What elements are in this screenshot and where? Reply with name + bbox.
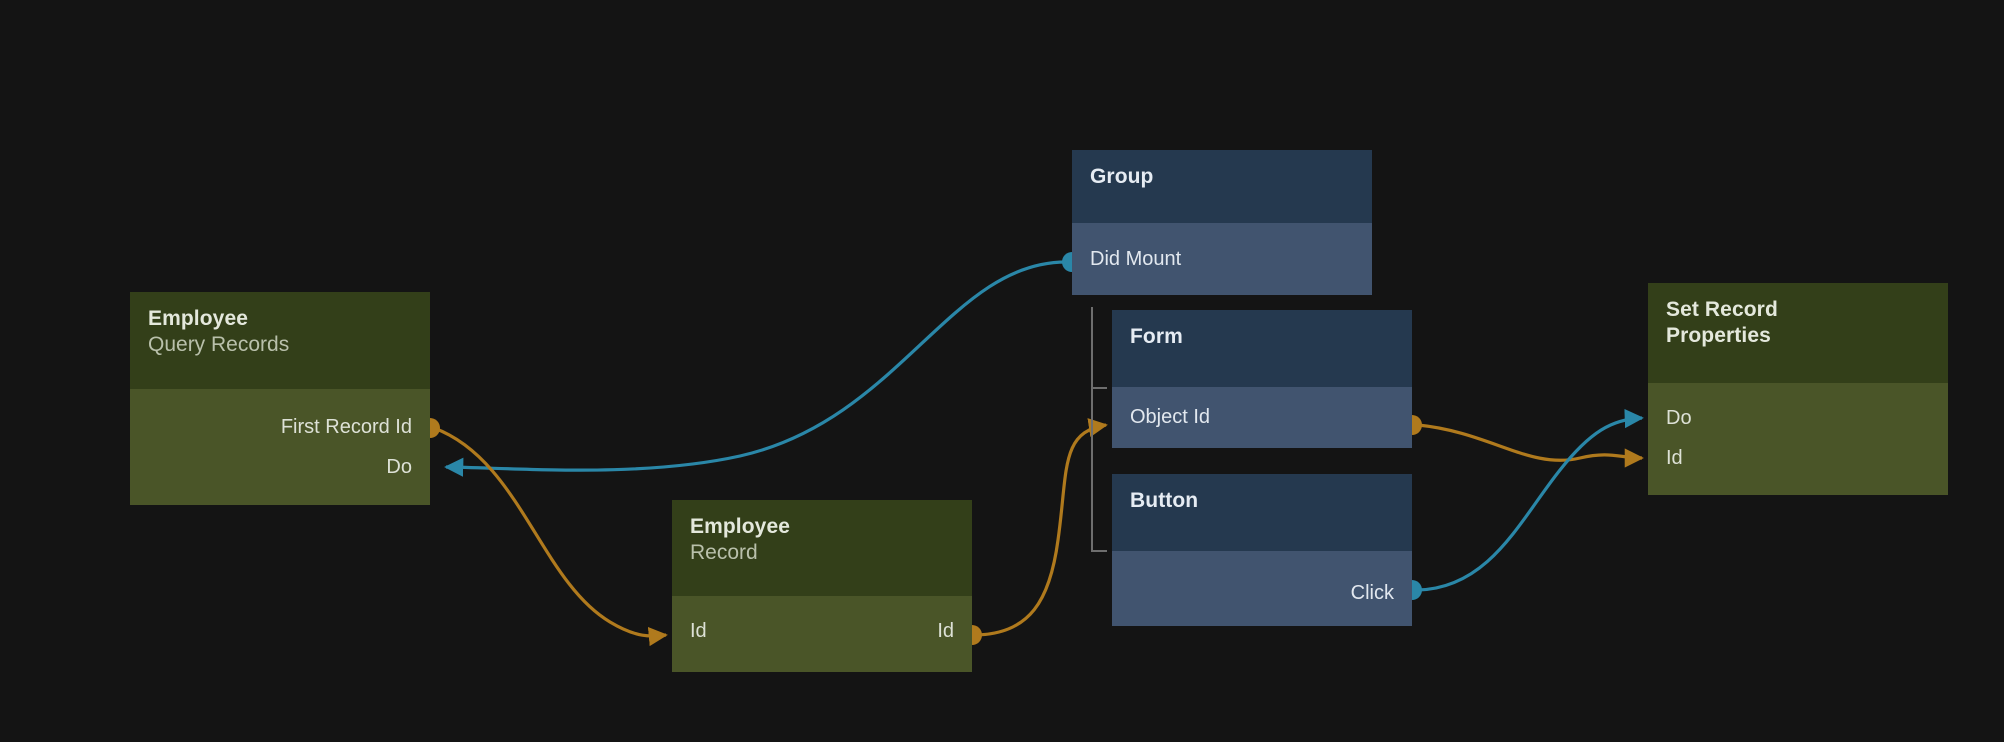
node-body-group: Did Mount	[1072, 223, 1372, 295]
node-body-form: Object Id	[1112, 387, 1412, 448]
port-row-record-id[interactable]: Id Id	[672, 611, 972, 651]
node-group[interactable]: Group Did Mount	[1072, 150, 1372, 295]
edge-query-firstrecordid-to-record-id	[433, 426, 668, 647]
node-title: Form	[1130, 325, 1183, 348]
port-label-set-record-id: Id	[1666, 446, 1683, 469]
node-employee-record[interactable]: Employee Record Id Id	[672, 500, 972, 672]
port-label-do: Do	[386, 455, 412, 478]
node-header-employee-query-records: Employee Query Records	[130, 292, 430, 389]
node-title: Group	[1090, 165, 1154, 188]
edge-button-click-to-setrecord-do	[1417, 408, 1644, 592]
port-label-click: Click	[1350, 581, 1394, 604]
port-row-did-mount[interactable]: Did Mount	[1072, 239, 1372, 279]
node-title: Employee	[148, 307, 249, 330]
node-subtitle: Query Records	[148, 333, 290, 357]
port-row-set-record-id[interactable]: Id	[1648, 438, 1948, 478]
port-row-do[interactable]: Do	[130, 447, 430, 487]
port-label-object-id: Object Id	[1130, 405, 1211, 428]
port-row-set-record-do[interactable]: Do	[1648, 398, 1948, 438]
edge-group-didmount-to-query-do	[444, 260, 1067, 477]
port-row-object-id[interactable]: Object Id	[1112, 397, 1412, 437]
node-title: Employee	[690, 515, 791, 538]
edge-form-objectid-to-setrecord-id	[1417, 423, 1644, 468]
node-employee-query-records[interactable]: Employee Query Records First Record Id D…	[130, 292, 430, 505]
port-label-record-id-out: Id	[937, 619, 954, 642]
node-set-record-properties[interactable]: Set Record Properties Do Id	[1648, 283, 1948, 495]
group-bracket-stub-form	[1091, 387, 1107, 389]
node-body-button: Click	[1112, 551, 1412, 626]
port-label-did-mount: Did Mount	[1090, 247, 1182, 270]
edge-record-id-to-form-objectid	[975, 418, 1108, 637]
port-row-click[interactable]: Click	[1112, 573, 1412, 613]
node-header-set-record-properties: Set Record Properties	[1648, 283, 1948, 383]
node-subtitle: Record	[690, 541, 758, 565]
node-title-line-2: Properties	[1666, 324, 1771, 348]
node-header-form: Form	[1112, 310, 1412, 387]
node-header-employee-record: Employee Record	[672, 500, 972, 596]
group-bracket-vertical	[1091, 307, 1093, 552]
group-bracket-stub-button	[1091, 550, 1107, 552]
node-title-line-1: Set Record	[1666, 298, 1778, 321]
node-button[interactable]: Button Click	[1112, 474, 1412, 626]
node-body-employee-query-records: First Record Id Do	[130, 389, 430, 505]
port-label-set-record-do: Do	[1666, 406, 1692, 429]
node-body-set-record-properties: Do Id	[1648, 383, 1948, 495]
port-label-first-record-id: First Record Id	[280, 415, 412, 438]
node-header-button: Button	[1112, 474, 1412, 551]
port-label-record-id-in: Id	[690, 619, 707, 642]
node-form[interactable]: Form Object Id	[1112, 310, 1412, 448]
port-row-first-record-id[interactable]: First Record Id	[130, 407, 430, 447]
node-title: Button	[1130, 489, 1199, 512]
node-header-group: Group	[1072, 150, 1372, 223]
node-body-employee-record: Id Id	[672, 596, 972, 672]
